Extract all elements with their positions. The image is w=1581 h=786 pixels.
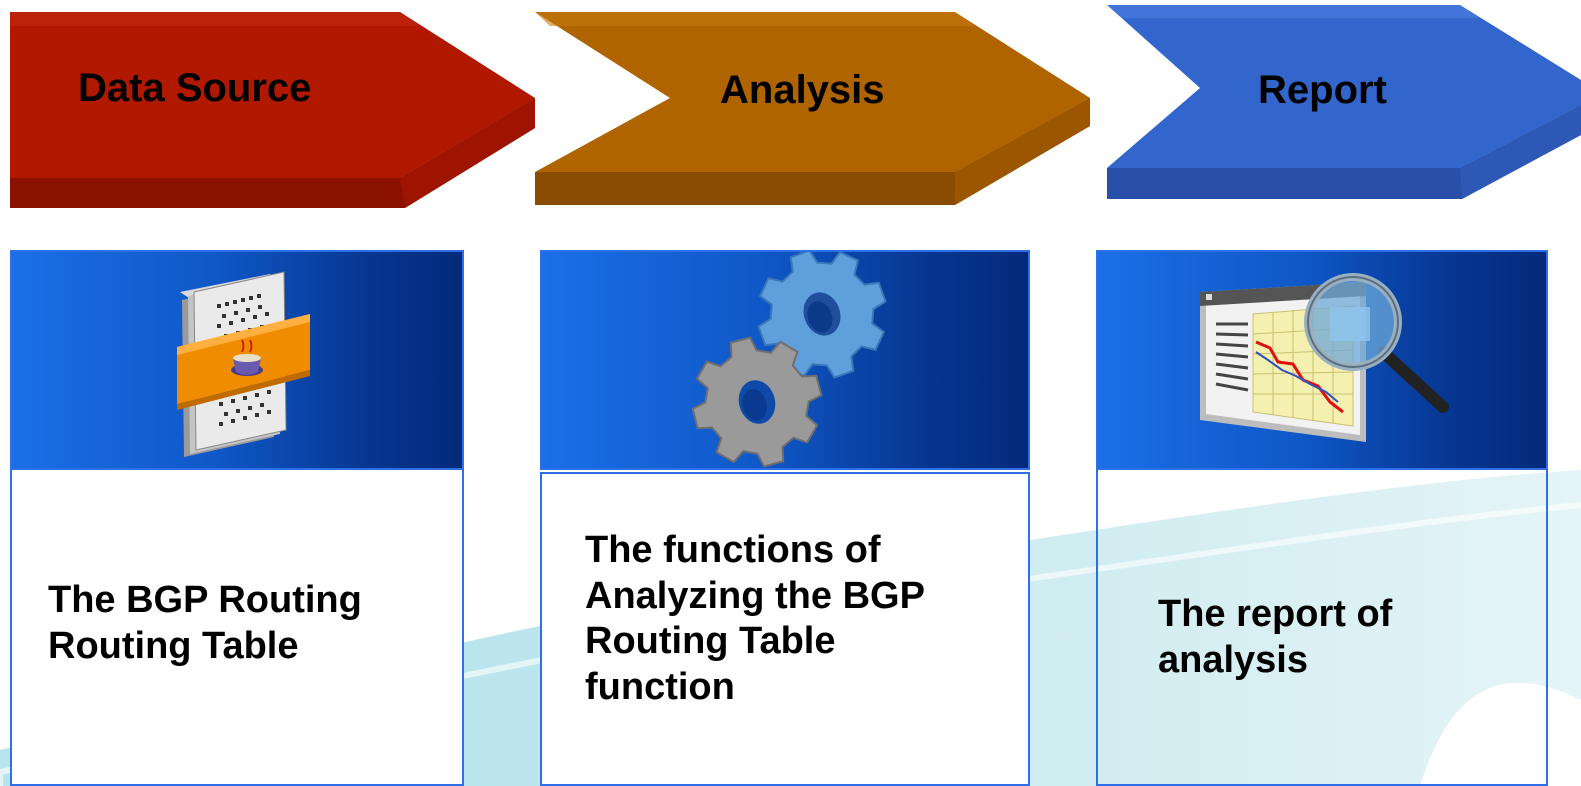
card-text-line: function — [585, 665, 735, 708]
card-text-line: analysis — [1158, 638, 1308, 681]
card-banner-analysis — [540, 250, 1030, 470]
card-text-analysis: The functions of Analyzing the BGP Routi… — [585, 528, 925, 710]
card-text-report: The report of analysis — [1158, 592, 1392, 683]
card-text-line: Analyzing the BGP — [585, 574, 925, 617]
step-label-data-source: Data Source — [78, 66, 312, 110]
card-analysis — [540, 472, 1030, 786]
card-text-line: The report of — [1158, 593, 1393, 635]
card-text-line: The BGP Routing — [48, 579, 362, 621]
card-text-line: The functions of — [585, 529, 881, 571]
card-text-line: Routing Table — [585, 620, 836, 663]
card-banner-report — [1096, 250, 1548, 470]
card-banner-data-source — [10, 250, 464, 470]
server-document-icon — [177, 271, 310, 457]
card-text-line: Routing Table — [48, 624, 299, 667]
card-text-data-source: The BGP Routing Routing Table — [48, 578, 362, 669]
report-magnifier-icon — [1200, 273, 1449, 442]
step-label-report: Report — [1258, 68, 1387, 112]
gears-icon — [691, 252, 887, 468]
step-label-analysis: Analysis — [720, 68, 885, 112]
